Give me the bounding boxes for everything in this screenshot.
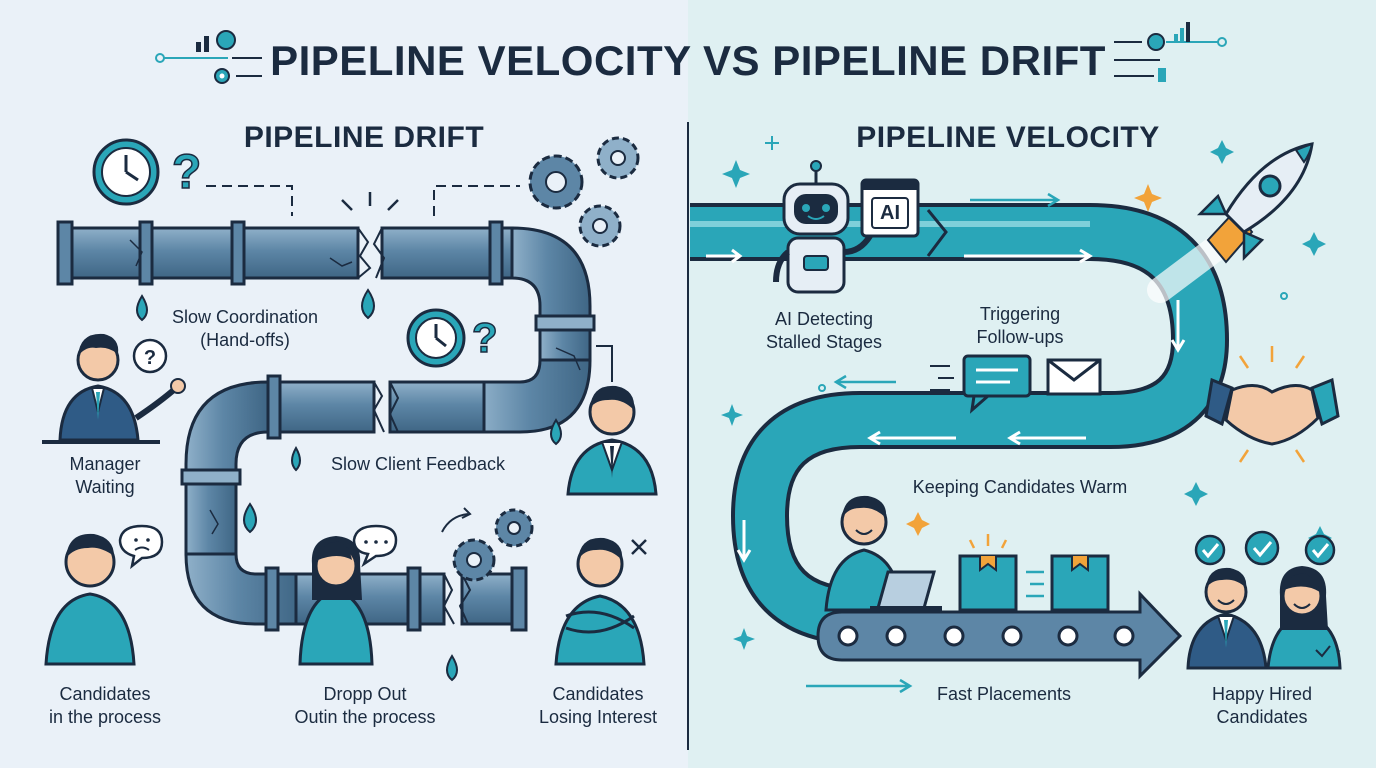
label-fast-placements: Fast Placements — [936, 684, 1072, 704]
hired-woman — [1266, 566, 1342, 670]
chart-icon — [155, 30, 262, 63]
gear-icon — [214, 68, 262, 84]
drift-heading: PIPELINE DRIFT — [243, 121, 485, 154]
page-title: PIPELINE VELOCITY VS PIPELINE DRIFT — [270, 37, 1106, 84]
label-losing-interest: Candidates Losing Interest — [538, 684, 658, 727]
hired-man — [1186, 567, 1268, 670]
chart-icon — [1114, 22, 1227, 82]
ai-screen-icon — [860, 178, 920, 238]
crack-burst — [341, 192, 399, 211]
label-manager-waiting: Manager Waiting — [69, 454, 141, 497]
clock-icon — [92, 138, 160, 206]
question-icon: ? — [144, 347, 156, 369]
gear-icon — [578, 204, 622, 248]
sparkle-icon — [906, 184, 1162, 536]
close-icon — [631, 539, 647, 555]
losing-interest-person — [554, 537, 647, 666]
chat-bubble-icon — [930, 354, 1032, 414]
manager-person: ? — [42, 333, 186, 444]
envelope-icon — [1046, 358, 1102, 396]
label-slow-coordination: Slow Coordination (Hand-offs) — [171, 307, 319, 350]
flow-arrow — [806, 192, 1061, 694]
laptop-person — [824, 495, 942, 612]
box-icon — [958, 534, 1110, 612]
robot-icon — [773, 160, 873, 294]
dropout-person — [298, 524, 398, 666]
clock-icon — [406, 308, 466, 368]
water-drop-icon — [136, 288, 562, 682]
label-keeping-warm: Keeping Candidates Warm — [912, 477, 1128, 497]
label-ai-detecting: AI Detecting Stalled Stages — [765, 309, 883, 352]
laptop-icon — [870, 570, 942, 612]
candidate-person — [44, 524, 164, 666]
label-happy-hired: Happy Hired Candidates — [1211, 684, 1313, 727]
label-drop-out: Dropp Out Outin the process — [294, 684, 436, 727]
label-triggering-followups: Triggering Follow-ups — [976, 304, 1064, 347]
handshake-icon — [1204, 346, 1340, 463]
ai-badge: AI — [880, 202, 900, 224]
label-slow-client-feedback: Slow Client Feedback — [330, 454, 506, 474]
label-candidates-in-process: Candidates in the process — [48, 684, 162, 727]
connector-line — [206, 185, 293, 216]
question-icon: ? — [472, 314, 498, 361]
checkmark-icon — [1315, 645, 1331, 658]
question-icon: ? — [172, 146, 201, 199]
conveyor-belt — [816, 590, 1183, 680]
velocity-heading: PIPELINE VELOCITY — [856, 121, 1160, 154]
checkmark-icon — [1194, 530, 1336, 566]
gear-icon — [596, 136, 640, 180]
connector-line — [596, 345, 613, 382]
rocket-icon — [1147, 142, 1314, 303]
businessman-person — [566, 385, 658, 496]
gear-icon — [528, 154, 584, 210]
gear-icon — [441, 507, 534, 582]
connector-line — [433, 185, 520, 216]
